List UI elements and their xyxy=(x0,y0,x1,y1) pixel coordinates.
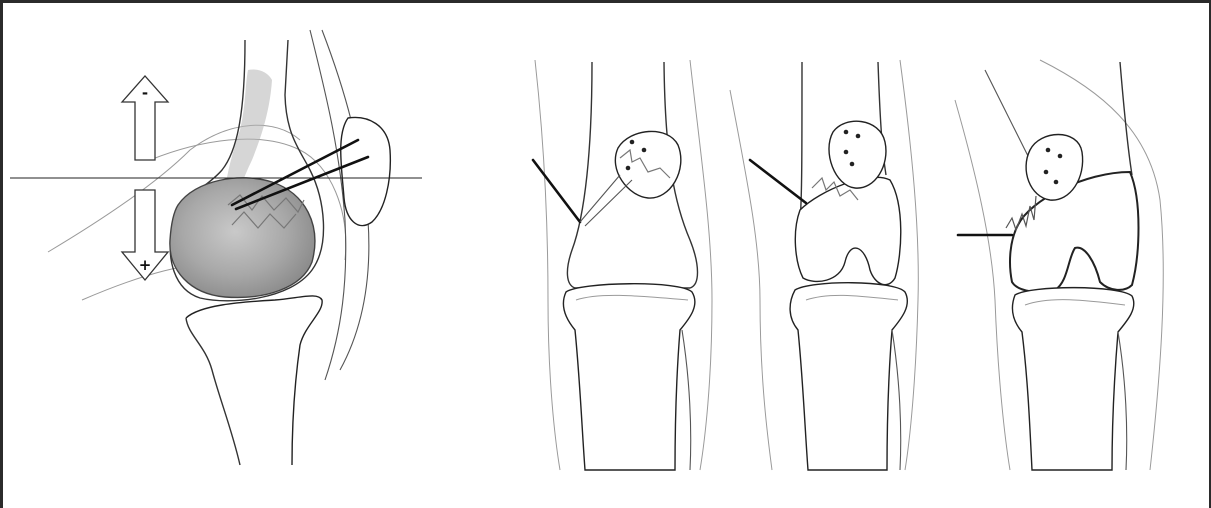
down-sign-label: + xyxy=(139,256,152,274)
patella-fragment xyxy=(829,121,886,188)
screw-dot xyxy=(1044,170,1049,175)
fibula xyxy=(1118,332,1127,470)
k-wire xyxy=(533,160,580,222)
screw-dot xyxy=(630,140,635,145)
femur-condyles-ap xyxy=(1010,172,1139,292)
skin-contour-left xyxy=(535,60,560,470)
screw-dot xyxy=(856,134,861,139)
fibula xyxy=(682,330,691,470)
femur-condyles-ap xyxy=(795,177,900,284)
screw-dot xyxy=(626,166,631,171)
fibula xyxy=(892,330,901,470)
ap-knee-stage-3-panel xyxy=(955,60,1163,470)
skin-contour-left xyxy=(730,90,772,470)
up-sign-label: - xyxy=(142,84,148,102)
tibia-ap xyxy=(790,283,907,470)
arrow-down-icon: + xyxy=(122,190,168,280)
screw-dot xyxy=(844,130,849,135)
arrow-up-icon: - xyxy=(122,76,168,160)
screw-dot xyxy=(1058,154,1063,159)
screw-dot xyxy=(1054,180,1059,185)
tibia-ap xyxy=(1012,288,1133,470)
skin-contour-right xyxy=(900,60,918,470)
k-wire xyxy=(750,160,806,203)
guide-line xyxy=(585,180,632,226)
screw-dot xyxy=(850,162,855,167)
femur-shaft-left xyxy=(800,62,802,220)
ap-knee-stage-1-panel xyxy=(533,60,712,470)
tibia-ap xyxy=(563,284,694,470)
screw-dot xyxy=(844,150,849,155)
skin-contour-right xyxy=(690,60,712,470)
screw-dot xyxy=(1046,148,1051,153)
tibia-plateau xyxy=(186,296,322,465)
lateral-knee-panel: - + xyxy=(10,30,422,465)
skin-contour-left xyxy=(955,100,1010,470)
ap-knee-stage-2-panel xyxy=(730,60,918,470)
patella-fragment xyxy=(615,131,680,198)
patella xyxy=(341,117,391,225)
femoral-condyle xyxy=(170,178,315,298)
screw-dot xyxy=(642,148,647,153)
